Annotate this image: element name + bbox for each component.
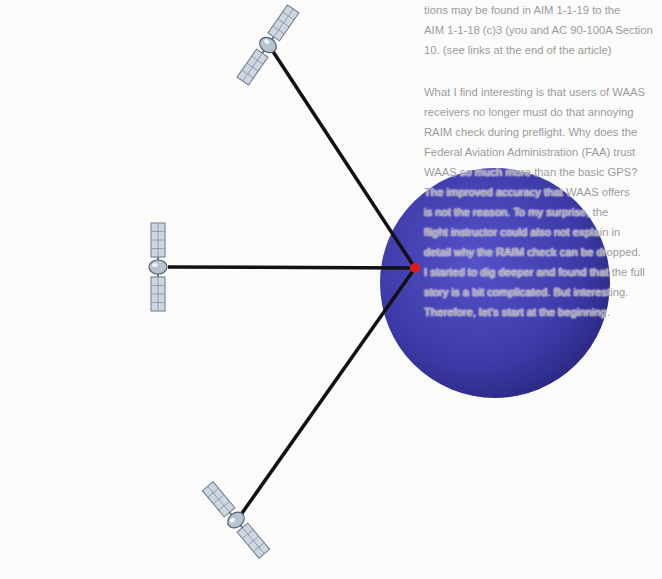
page-text-line: Federal Aviation Administration (FAA) tr… (424, 144, 635, 160)
page-text-line: story is a bit complicated. But interest… (424, 284, 628, 300)
page-text-line: RAIM check during preflight. Why does th… (424, 124, 637, 140)
page-text-line: tions may be found in AIM 1-1-19 to the (424, 2, 620, 18)
satellite (149, 223, 167, 311)
page-text-line: receivers no longer must do that annoyin… (424, 104, 634, 120)
satellite (235, 4, 300, 86)
page-text-line: The improved accuracy that WAAS offers (424, 184, 630, 200)
page-text-line: flight instructor could also not explain… (424, 224, 620, 240)
page-text-line: WAAS so much more than the basic GPS? (424, 164, 637, 180)
range-line (272, 50, 415, 268)
range-line (240, 268, 415, 516)
page-text-line: What I find interesting is that users of… (424, 84, 645, 100)
page-text-line: AIM 1-1-18 (c)3 (you and AC 90-100A Sect… (424, 22, 653, 38)
satellite (201, 481, 271, 560)
earth-sphere (380, 168, 610, 398)
page-text-line: detail why the RAIM check can be dropped… (424, 244, 641, 260)
page-text-line: 10. (see links at the end of the article… (424, 42, 612, 58)
page-text-line: Therefore, let's start at the beginning. (424, 304, 610, 320)
page-text-line: I started to dig deeper and found that t… (424, 264, 645, 280)
range-line (168, 267, 415, 268)
page-text-line: is not the reason. To my surprise, the (424, 204, 608, 220)
receiver-position (410, 263, 420, 273)
